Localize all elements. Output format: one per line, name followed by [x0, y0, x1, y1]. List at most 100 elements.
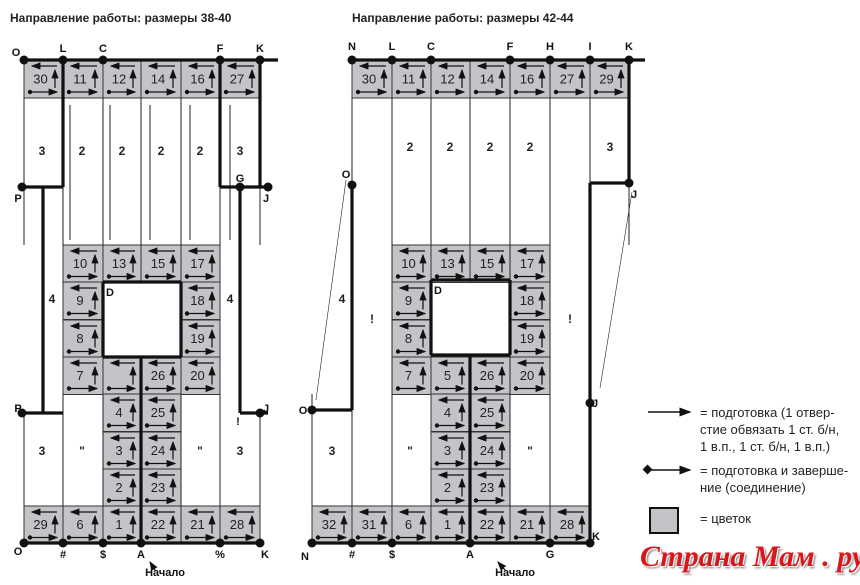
flower-number: 20 — [520, 368, 534, 383]
strip-line — [315, 179, 347, 401]
diamond-icon — [434, 461, 440, 466]
flower-number: 8 — [76, 331, 83, 346]
flower-number: 14 — [480, 71, 494, 86]
flower-cell: 23 — [140, 468, 182, 507]
point-label: A — [466, 549, 474, 561]
junction-point — [585, 398, 595, 408]
flower-number: 10 — [401, 256, 415, 271]
point-label: G — [546, 549, 555, 561]
flower-cell: 16 — [509, 59, 551, 99]
point-label: F — [507, 41, 514, 53]
diamond-icon — [434, 498, 440, 503]
diamond-icon — [184, 274, 190, 279]
point-label: K — [625, 41, 633, 53]
diamond-icon — [184, 386, 190, 391]
diamond-icon — [223, 535, 229, 540]
diamond-icon — [395, 386, 401, 391]
strip-label: 2 — [447, 140, 454, 154]
strip-label: " — [527, 444, 533, 458]
diamond-icon — [106, 274, 112, 279]
flower-number: 18 — [520, 293, 534, 308]
diamond-icon — [473, 461, 479, 466]
junction-point — [58, 538, 68, 548]
junction-point — [624, 178, 634, 188]
junction-point — [215, 538, 225, 548]
diamond-icon — [642, 464, 653, 475]
flower-cell: 5 — [430, 356, 471, 395]
flower-number: 3 — [115, 443, 122, 458]
point-label: % — [215, 549, 225, 561]
junction-point — [255, 538, 265, 548]
flower-number: 23 — [151, 480, 165, 495]
junction-point — [307, 538, 317, 548]
point-label: D — [106, 287, 114, 299]
flower-number: 29 — [599, 71, 613, 86]
flower-cell — [102, 356, 142, 395]
flower-cell: 7 — [62, 356, 104, 395]
legend-line: = подготовка и заверше- — [700, 463, 849, 478]
strip-label: 3 — [329, 444, 336, 458]
strip-label: ! — [370, 312, 374, 326]
flower-cell: 18 — [180, 281, 221, 320]
diamond-icon — [66, 274, 72, 279]
flower-number: 29 — [33, 517, 47, 532]
diamond-icon — [434, 386, 440, 391]
point-label: O — [14, 546, 23, 558]
flower-number: 13 — [440, 256, 454, 271]
diamond-icon — [106, 89, 112, 95]
junction-point — [215, 55, 225, 65]
junction-point — [136, 538, 146, 548]
flower-number: 17 — [190, 256, 204, 271]
junction-point — [19, 55, 29, 65]
diamond-icon — [184, 535, 190, 540]
strip-line — [599, 191, 633, 389]
junction-point — [263, 182, 273, 192]
flower-number: 18 — [190, 293, 204, 308]
flower-cell: 28 — [549, 505, 591, 544]
flower-cell: 29 — [23, 505, 64, 544]
diamond-icon — [355, 89, 361, 95]
strip-label: 4 — [227, 292, 234, 306]
diamond-icon — [513, 311, 519, 316]
strip-label: 3 — [607, 140, 614, 154]
start-label: Начало — [145, 567, 185, 579]
junction-point — [98, 538, 108, 548]
flower-cell: 13 — [430, 244, 471, 283]
flower-cell: 21 — [509, 505, 551, 544]
flower-square-icon — [649, 507, 679, 534]
strip-label: " — [79, 444, 85, 458]
diamond-icon — [395, 535, 401, 540]
flower-number: 1 — [444, 517, 451, 532]
flower-number: 16 — [190, 71, 204, 86]
flower-cell: 3 — [430, 431, 471, 470]
flower-number: 15 — [151, 256, 165, 271]
strip-label: 2 — [487, 140, 494, 154]
flower-number: 4 — [444, 405, 451, 420]
diamond-icon — [66, 535, 72, 540]
strip-label: 4 — [339, 292, 346, 306]
flower-number: 14 — [151, 71, 165, 86]
flower-number: 31 — [362, 517, 376, 532]
point-label: F — [217, 43, 224, 55]
junction-point — [465, 538, 475, 548]
flower-cell: 25 — [140, 393, 182, 432]
strip-label: 2 — [527, 140, 534, 154]
flower-number: 19 — [190, 331, 204, 346]
flower-cell: 16 — [180, 59, 221, 99]
point-label: I — [588, 41, 591, 53]
diamond-icon — [473, 274, 479, 279]
flower-cell: 12 — [102, 59, 142, 99]
diamond-icon — [434, 535, 440, 540]
flower-cell: 2 — [102, 468, 142, 507]
flower-cell: 25 — [469, 393, 511, 432]
flower-number: 12 — [440, 71, 454, 86]
junction-point — [17, 182, 27, 192]
flower-cell: 19 — [180, 319, 221, 358]
legend-line: = подготовка (1 отвер- — [700, 405, 835, 420]
point-label: # — [349, 549, 355, 561]
legend-arrow-text: = подготовка (1 отвер- стие обвязать 1 с… — [700, 404, 839, 455]
flower-cell: 8 — [62, 319, 104, 358]
flower-cell: 31 — [351, 505, 393, 544]
